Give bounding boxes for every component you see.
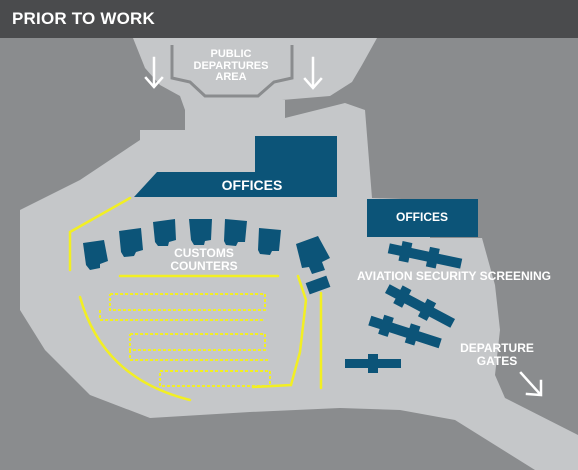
down-arrow-icon xyxy=(144,56,164,89)
public-area-walls xyxy=(170,45,294,98)
customs-counters-label: CUSTOMS COUNTERS xyxy=(170,246,238,273)
offices-main-label: OFFICES xyxy=(221,177,283,193)
queue-dashed-lines xyxy=(99,293,271,387)
terminal-map xyxy=(20,38,578,470)
customs-counter xyxy=(119,228,143,257)
down-arrow-icon xyxy=(303,56,323,90)
queue-lines xyxy=(68,196,323,402)
customs-counter xyxy=(83,240,108,270)
offices-main-block xyxy=(134,136,337,197)
customs-counter xyxy=(224,219,247,246)
customs-counter xyxy=(189,219,212,245)
direction-arrows xyxy=(144,56,543,397)
security-screening-lanes xyxy=(345,241,463,373)
offices-right-block xyxy=(367,199,478,237)
diagonal-arrow-icon xyxy=(519,371,543,397)
public-departures-area-label: PUBLIC DEPARTURES AREA xyxy=(193,48,269,84)
offices-blocks xyxy=(134,136,478,237)
customs-counter xyxy=(296,236,330,274)
offices-right-label: OFFICES xyxy=(395,210,448,224)
aviation-security-screening-label: AVIATION SECURITY SCREENING xyxy=(356,269,552,283)
page-title: PRIOR TO WORK xyxy=(12,9,156,28)
header-bar: PRIOR TO WORK xyxy=(0,0,578,38)
customs-counter xyxy=(305,275,331,295)
customs-counter xyxy=(258,228,281,255)
customs-counter xyxy=(153,219,176,246)
customs-counters xyxy=(83,219,331,295)
departure-gates-label: DEPARTURE GATES xyxy=(460,341,534,368)
